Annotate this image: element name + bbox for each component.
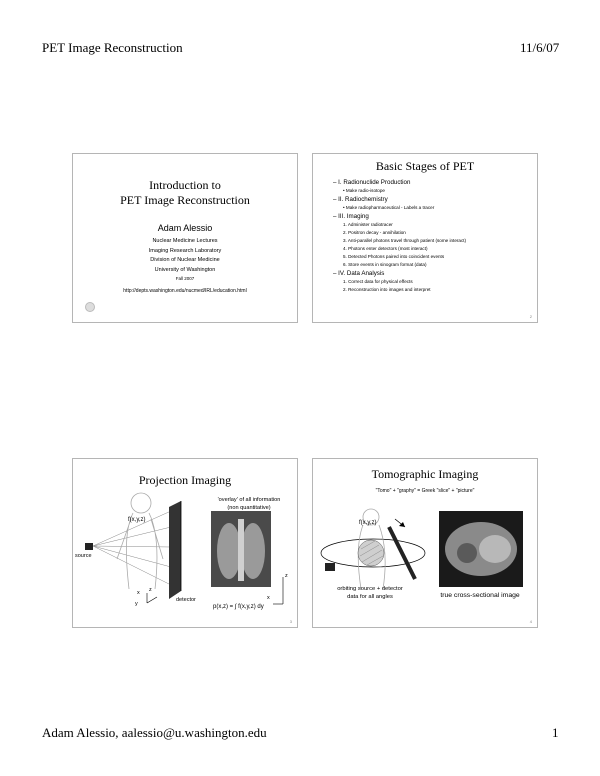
stage-sub: 1. Correct data for physical effects xyxy=(343,279,413,284)
projection-diagram xyxy=(85,492,284,605)
projection-formula: p(x,z) = ∫ f(x,y,z) dy xyxy=(213,604,264,610)
stage-item: – II. Radiochemistry xyxy=(333,196,388,203)
slide-author: Adam Alessio xyxy=(157,223,213,233)
axis-x2-label: x xyxy=(267,595,270,601)
stage-sub: 4. Photons enter detectors (most interac… xyxy=(343,246,428,251)
slide-subtitle: "Tomo" + "graphy" = Greek "slice" + "pic… xyxy=(375,488,475,494)
fxyz-label: f(x,y,z) xyxy=(359,520,377,526)
slide-2: Basic Stages of PET – I. Radionuclide Pr… xyxy=(312,153,538,323)
true-image-caption: true cross-sectional image xyxy=(440,592,520,599)
stage-item: – I. Radionuclide Production xyxy=(333,179,411,186)
source-icon xyxy=(325,563,335,571)
tomography-diagram xyxy=(320,508,523,590)
slide-number: 3 xyxy=(289,619,292,624)
orbit-caption: orbiting source + detector data for all … xyxy=(315,585,425,601)
slide-title: Introduction to PET Image Reconstruction xyxy=(73,178,297,208)
slice-disc xyxy=(357,539,385,567)
affiliation: Nuclear Medicine Lectures Imaging Resear… xyxy=(73,237,297,282)
page-number: 1 xyxy=(552,725,559,740)
caption-line: data for all angles xyxy=(347,594,393,600)
axis-y-label: y xyxy=(135,601,138,607)
stage-sub: 2. Positron decay - annihilation xyxy=(343,230,406,235)
slide-url: http://depts.washington.edu/nucmed/IRL/e… xyxy=(123,288,247,294)
affiliation-line: Division of Nuclear Medicine xyxy=(150,257,220,263)
title-line-1: Introduction to xyxy=(149,178,221,192)
page-header-title: PET Image Reconstruction xyxy=(42,40,183,55)
detector-panel xyxy=(169,501,181,599)
affiliation-line: Imaging Research Laboratory xyxy=(148,247,222,254)
slice-hatch xyxy=(359,540,384,566)
axis-z-label: z xyxy=(149,587,152,593)
affiliation-line: Nuclear Medicine Lectures xyxy=(152,238,218,244)
title-line-2: PET Image Reconstruction xyxy=(120,193,250,207)
page-header-date: 11/6/07 xyxy=(520,40,560,55)
stage-sub: 1. Administer radiotracer xyxy=(343,222,393,227)
page-footer-author: Adam Alessio, aalessio@u.washington.edu xyxy=(42,725,267,740)
source-label: source xyxy=(75,553,92,559)
slide-number: 2 xyxy=(529,314,532,319)
stage-sub: 5. Detected Photons paired into coincide… xyxy=(343,254,445,259)
affiliation-line: University of Washington xyxy=(154,266,216,273)
beam-lines xyxy=(92,510,172,586)
stage-item: – III. Imaging xyxy=(333,213,369,220)
slide-3: Projection Imaging 'overlay' of all info… xyxy=(72,458,298,628)
source-icon xyxy=(85,543,93,550)
detector-label: detector xyxy=(176,597,196,603)
stage-sub: 2. Reconstruction into images and interp… xyxy=(343,287,431,292)
detector-bar xyxy=(387,526,417,580)
slide-1: Introduction to PET Image Reconstruction… xyxy=(72,153,298,323)
affiliation-term: Fall 2007 xyxy=(175,276,195,281)
slide-4: Tomographic Imaging "Tomo" + "graphy" = … xyxy=(312,458,538,628)
stage-sub: • Make radiopharmaceutical - Labels a tr… xyxy=(343,205,435,210)
slide-title: Basic Stages of PET xyxy=(375,159,475,173)
stage-sub: • Make radio-isotope xyxy=(343,188,385,193)
stage-sub: 6. Store events in sinogram format (data… xyxy=(343,262,427,267)
axis-z2-label: z xyxy=(285,573,288,579)
slide-title: Tomographic Imaging xyxy=(371,467,479,481)
slide-number: 4 xyxy=(529,619,532,624)
fxyz-label: f(x,y,z) xyxy=(128,517,146,523)
orbit-ellipse xyxy=(320,538,426,568)
stage-sub: 3. Anti-parallel photons travel through … xyxy=(343,238,467,243)
axis-x-label: x xyxy=(137,590,140,596)
caption-line: orbiting source + detector xyxy=(337,586,403,592)
axes-icon xyxy=(146,577,284,605)
stage-item: – IV. Data Analysis xyxy=(333,270,385,277)
slide-title: Projection Imaging xyxy=(138,473,232,487)
caption-line: (non quantitative) xyxy=(227,505,271,511)
overlay-caption: 'overlay' of all information (non quanti… xyxy=(201,496,297,512)
caption-line: 'overlay' of all information xyxy=(217,497,281,503)
body-silhouette xyxy=(116,492,164,590)
logo-icon xyxy=(85,302,95,312)
